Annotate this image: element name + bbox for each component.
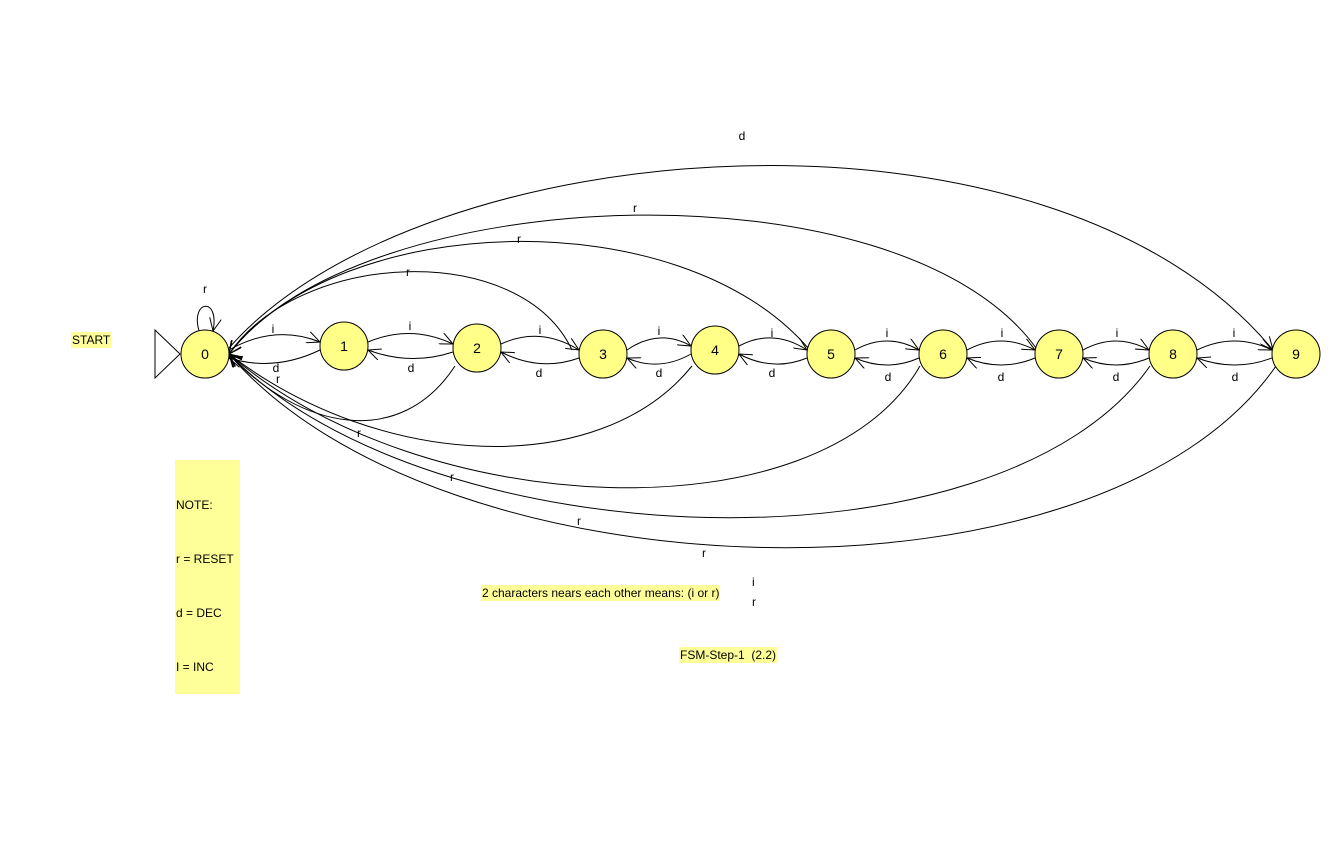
edge-label: i bbox=[1001, 326, 1004, 340]
edge-label: r bbox=[702, 546, 706, 560]
reset-edge bbox=[229, 354, 1151, 519]
state-label: 8 bbox=[1169, 346, 1177, 362]
dec-edge bbox=[1083, 358, 1150, 365]
state-label: 7 bbox=[1055, 346, 1063, 362]
legend-line: r = RESET bbox=[176, 552, 234, 566]
state-label: 0 bbox=[201, 346, 209, 362]
state-label: 1 bbox=[340, 338, 348, 354]
edge-label: i bbox=[1116, 326, 1119, 340]
edge-label: d bbox=[998, 370, 1005, 384]
edge-label: d bbox=[1113, 370, 1120, 384]
reset-edge bbox=[229, 354, 921, 489]
edge-label: d bbox=[408, 361, 415, 375]
state-nodes: 0 1 2 3 4 5 6 7 8 9 bbox=[180, 321, 1321, 379]
edge-label: d bbox=[739, 129, 746, 143]
edge-label: r bbox=[203, 282, 207, 296]
legend-note: NOTE: r = RESET d = DEC I = INC bbox=[175, 460, 240, 694]
dec-edge bbox=[368, 350, 454, 359]
edge-label: i bbox=[539, 323, 542, 337]
state-label: 3 bbox=[599, 346, 607, 362]
edge-label: d bbox=[656, 366, 663, 380]
edge-label: r bbox=[633, 201, 637, 215]
diagram-caption: FSM-Step-1 (2.2) bbox=[679, 647, 778, 663]
state-9 bbox=[1271, 329, 1321, 379]
state-4 bbox=[690, 325, 740, 375]
state-6 bbox=[918, 329, 968, 379]
dec-edge bbox=[855, 358, 920, 365]
legend-line: d = DEC bbox=[176, 606, 222, 620]
edge-label: r bbox=[357, 426, 361, 440]
edge-label: i bbox=[658, 324, 661, 338]
edge-label: i bbox=[1233, 326, 1236, 340]
hint-stack-top: i bbox=[752, 575, 755, 589]
dec-edge bbox=[228, 165, 1273, 350]
self-loop-edge bbox=[196, 305, 214, 331]
reset-edge bbox=[229, 271, 573, 354]
transition-edges bbox=[196, 165, 1277, 549]
state-label: 6 bbox=[939, 346, 947, 362]
state-0 bbox=[180, 329, 230, 379]
inc-edge bbox=[854, 341, 919, 350]
state-label: 4 bbox=[711, 342, 719, 358]
start-label: START bbox=[71, 332, 112, 348]
inc-edge bbox=[1082, 341, 1149, 350]
dec-edge bbox=[627, 353, 692, 364]
state-2 bbox=[452, 323, 502, 373]
edge-label: d bbox=[536, 366, 543, 380]
state-5 bbox=[806, 329, 856, 379]
reset-edge bbox=[229, 354, 693, 447]
legend-line: NOTE: bbox=[176, 498, 213, 512]
legend-line: I = INC bbox=[176, 660, 214, 674]
edge-label: i bbox=[272, 322, 275, 336]
dec-edge bbox=[501, 352, 580, 365]
edge-label: r bbox=[406, 265, 410, 279]
start-arrow bbox=[154, 328, 181, 380]
state-3 bbox=[578, 329, 628, 379]
edge-label: r bbox=[577, 514, 581, 528]
state-7 bbox=[1034, 329, 1084, 379]
inc-edge bbox=[966, 341, 1035, 350]
dec-edge bbox=[967, 358, 1036, 365]
dec-edge bbox=[739, 354, 808, 364]
edge-label: r bbox=[450, 470, 454, 484]
inc-edge bbox=[367, 333, 453, 344]
hint-note: 2 characters nears each other means: (i … bbox=[481, 585, 721, 601]
edge-label: i bbox=[771, 326, 774, 340]
inc-edge bbox=[500, 335, 579, 350]
inc-edge bbox=[626, 338, 691, 351]
inc-edge bbox=[1196, 341, 1272, 350]
dec-edge bbox=[1197, 358, 1273, 365]
reset-edge bbox=[229, 214, 1037, 354]
state-label: 9 bbox=[1292, 346, 1300, 362]
state-label: 5 bbox=[827, 346, 835, 362]
reset-edge bbox=[229, 354, 1277, 549]
edge-label: r bbox=[517, 232, 521, 246]
state-1 bbox=[319, 321, 369, 371]
reset-edge bbox=[229, 240, 809, 354]
hint-stack-bottom: r bbox=[752, 595, 756, 609]
edge-label: d bbox=[273, 361, 280, 375]
edge-label: d bbox=[885, 370, 892, 384]
edge-label: i bbox=[886, 326, 889, 340]
state-label: 2 bbox=[473, 340, 481, 356]
edge-label: r bbox=[276, 372, 280, 386]
edge-label: d bbox=[1232, 370, 1239, 384]
edge-label: i bbox=[409, 319, 412, 333]
edge-label: d bbox=[769, 366, 776, 380]
inc-edge bbox=[738, 337, 807, 350]
state-8 bbox=[1148, 329, 1198, 379]
